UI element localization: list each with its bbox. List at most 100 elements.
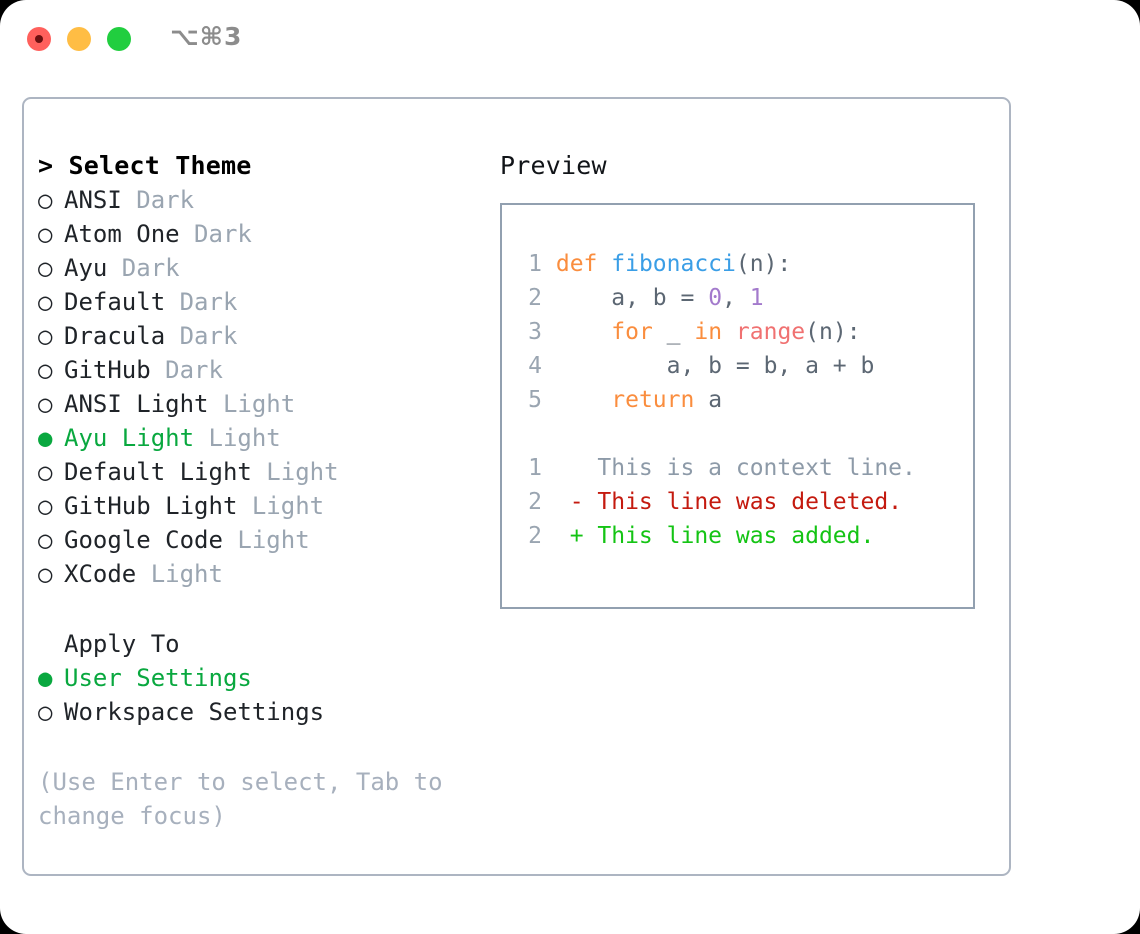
radio-unselected-icon: ○ [38,560,53,588]
theme-option-xcode[interactable]: ○XCode Light [38,557,478,591]
theme-option-label: Default Light [64,458,252,486]
theme-option-tag: Light [194,424,281,452]
theme-option-label: Ayu [64,254,108,282]
theme-option-label: Atom One [64,220,180,248]
apply-to-options[interactable]: ● User Settings ○ Workspace Settings [38,661,478,729]
radio-unselected-icon: ○ [38,492,53,520]
code-line: 2 a, b = 0, 1 [520,281,973,315]
apply-to-option-user-settings[interactable]: ● User Settings [38,661,478,695]
code-token-plain: _ [652,319,695,345]
diff-line-text: + This line was added. [542,523,875,549]
code-token-kw: in [694,319,723,345]
preview-title: Preview [500,151,607,180]
theme-option-label: GitHub [64,356,151,384]
preview-column: Preview 1 def fibonacci(n): 2 a, b = 0, 1… [500,149,990,609]
code-diff-spacer [520,417,973,451]
theme-option-ansi-light[interactable]: ○ ANSI Light Light [38,387,478,421]
theme-picker-panel: > Select Theme ○ANSI Dark○Atom One Dark○… [22,97,1011,876]
theme-option-label: GitHub Light [64,492,238,520]
window-maximize-button[interactable] [107,27,131,51]
radio-unselected-icon: ○ [38,186,53,214]
code-token-num: 0 [708,285,723,311]
code-token-plain: a, b = [555,285,709,311]
code-token-kw: def [555,251,612,277]
line-number: 2 [528,489,542,515]
apply-to-option-workspace-settings[interactable]: ○ Workspace Settings [38,695,478,729]
theme-option-label: Default [64,288,166,316]
theme-option-default-light[interactable]: ○Default Light Light [38,455,478,489]
line-number: 5 [528,387,542,413]
window-titlebar: ⌥⌘3 [0,0,1140,78]
theme-option-google-code[interactable]: ○ Google Code Light [38,523,478,557]
window-minimize-button[interactable] [67,27,91,51]
line-number: 2 [528,523,542,549]
theme-list[interactable]: ○ANSI Dark○Atom One Dark○Ayu Dark○Defaul… [38,183,478,591]
apply-to-title: Apply To [64,630,180,658]
keyboard-hint-text: (Use Enter to select, Tab to change focu… [38,768,458,830]
radio-unselected-icon: ○ [38,526,53,554]
code-line: 5 return a [520,383,973,417]
apply-to-option-label: Workspace Settings [64,698,325,726]
window-close-button[interactable] [27,27,51,51]
theme-option-tag: Light [208,390,296,418]
code-token-plain [556,319,611,345]
code-token-plain [722,319,736,345]
code-line: 4 a, b = b, a + b [520,349,973,383]
section-spacer [38,591,478,627]
apply-to-option-label: User Settings [64,664,252,692]
theme-option-tag: Dark [107,254,180,282]
radio-unselected-icon: ○ [38,698,53,726]
code-token-plain: a, b = b, a + b [555,353,875,379]
theme-option-label: Dracula [64,322,166,350]
theme-option-dracula[interactable]: ○ Dracula Dark [38,319,478,353]
line-number: 2 [528,285,542,311]
line-number: 1 [528,251,542,277]
line-number: 3 [528,319,542,345]
code-token-num: 1 [749,285,764,311]
theme-option-label: Google Code [64,526,223,554]
theme-option-tag: Dark [165,322,238,350]
code-line: 3 for _ in range(n): [520,315,973,349]
theme-option-default[interactable]: ○Default Dark [38,285,478,319]
radio-unselected-icon: ○ [38,288,53,316]
window-shortcut-label: ⌥⌘3 [170,22,243,51]
theme-list-header: > Select Theme [38,151,252,180]
line-number: 1 [528,455,542,481]
diff-line-text: This is a context line. [542,455,916,481]
theme-option-label: Ayu Light [64,424,195,452]
theme-option-tag: Light [222,526,310,554]
line-number: 4 [528,353,542,379]
theme-selection-column: > Select Theme ○ANSI Dark○Atom One Dark○… [38,149,478,833]
radio-unselected-icon: ○ [38,322,53,350]
theme-option-ayu[interactable]: ○ Ayu Dark [38,251,478,285]
diff-line-add: 2 + This line was added. [520,519,973,553]
radio-unselected-icon: ○ [38,458,53,486]
diff-sample: 1 This is a context line.2 - This line w… [520,451,973,553]
theme-option-label: ANSI Light [64,390,209,418]
code-token-kw: for [611,319,653,345]
code-token-plain: (n): [735,251,792,277]
radio-unselected-icon: ○ [38,390,53,418]
theme-option-github[interactable]: ○GitHub Dark [38,353,478,387]
theme-option-ayu-light[interactable]: ● Ayu Light Light [38,421,478,455]
radio-selected-icon: ● [38,424,53,452]
code-token-plain: , [722,285,750,311]
theme-option-github-light[interactable]: ○ GitHub Light Light [38,489,478,523]
diff-line-del: 2 - This line was deleted. [520,485,973,519]
diff-line-ctx: 1 This is a context line. [520,451,973,485]
radio-unselected-icon: ○ [38,254,53,282]
theme-option-ansi[interactable]: ○ ANSI Dark [38,183,478,217]
code-token-kw: return [611,387,695,413]
theme-option-tag: Dark [121,186,195,214]
theme-option-atom-one[interactable]: ○Atom One Dark [38,217,478,251]
code-token-plain [556,387,611,413]
diff-line-text: - This line was deleted. [542,489,903,515]
radio-selected-icon: ● [38,664,53,692]
theme-option-tag: Light [237,492,325,520]
theme-option-label: ANSI [64,186,122,214]
code-token-fn: fibonacci [611,251,736,277]
close-icon [35,35,43,43]
